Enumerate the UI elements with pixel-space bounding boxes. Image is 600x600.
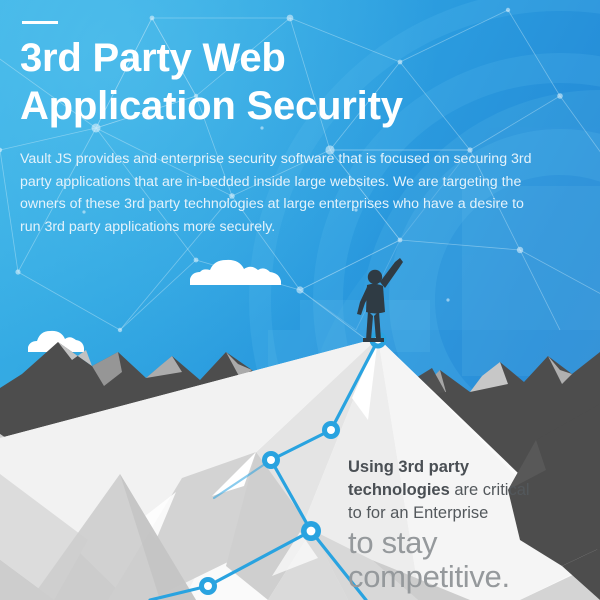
path-segment-base-offscreen <box>148 584 210 600</box>
pullquote-line-2-rest: are critical <box>449 481 530 499</box>
secondary-peak <box>30 474 196 600</box>
pullquote-line-1: Using 3rd party <box>348 458 470 476</box>
pullquote-emphasis-line-2: competitive. <box>348 559 510 594</box>
pullquote-block: Using 3rd party technologies are critica… <box>348 456 592 593</box>
network-constellation-dots <box>0 7 563 333</box>
path-segment-mid-branch <box>212 458 273 500</box>
pullquote-line-2-bold: technologies <box>348 481 450 499</box>
pullquote-line-3: to for an Enterprise <box>348 504 489 522</box>
pullquote-emphasis-line-1: to stay <box>348 525 438 560</box>
climber-silhouette <box>357 258 403 342</box>
path-segment-lower-branch <box>309 529 368 600</box>
cloud-small-left <box>28 330 84 352</box>
right-rock-shoulder <box>508 404 600 600</box>
cloud-large-mid <box>190 259 281 285</box>
path-segment-mid-lower <box>269 458 313 533</box>
accent-rule <box>22 21 58 24</box>
path-segment-upper-mid <box>269 428 333 462</box>
page-subtitle: Vault JS provides and enterprise securit… <box>20 151 532 235</box>
page-title-line-1: 3rd Party Web <box>20 36 286 80</box>
path-segment-lower-base <box>206 529 313 588</box>
path-segment-summit-upper <box>329 338 380 432</box>
page-title-line-2: Application Security <box>20 84 403 128</box>
pullquote-line-2: technologies are critical <box>348 479 592 502</box>
